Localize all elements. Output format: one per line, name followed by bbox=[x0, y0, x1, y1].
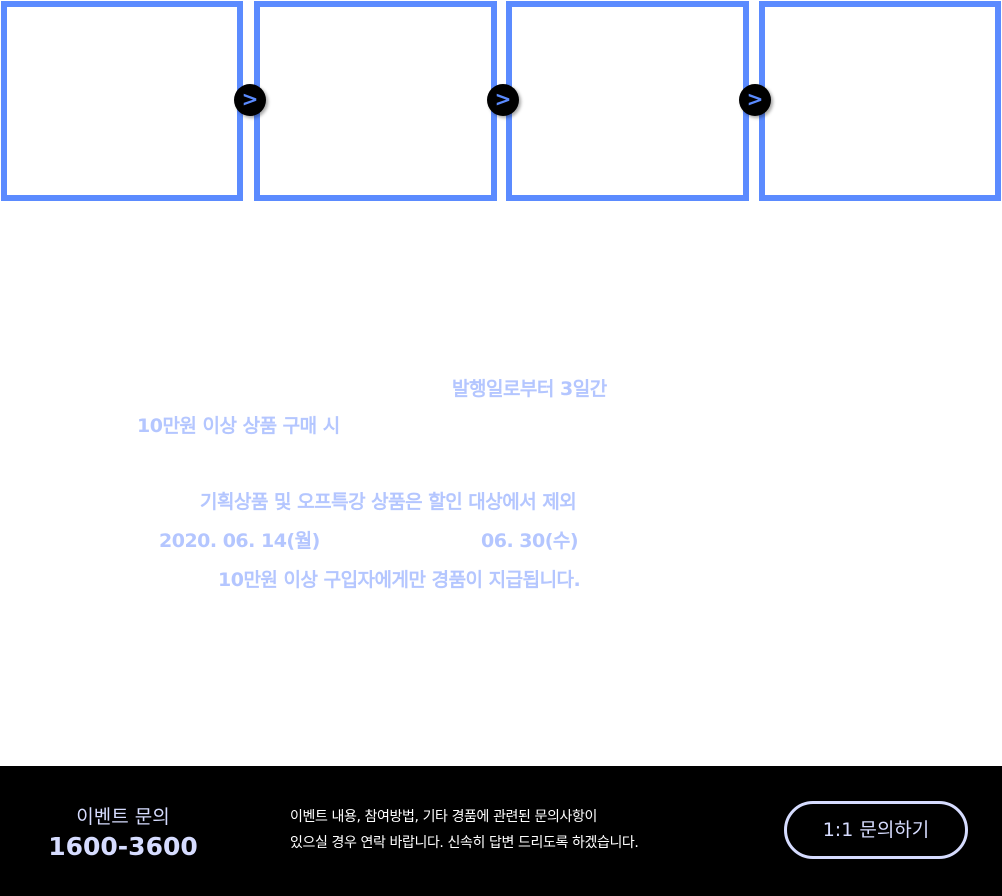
validity-text: 발행일로부터 3일간 bbox=[452, 378, 607, 400]
period-start: 2020. 06. 14(월) bbox=[159, 530, 320, 552]
chevron-right-icon: > bbox=[487, 84, 519, 116]
gift-note: 10만원 이상 구입자에게만 경품이 지급됩니다. bbox=[218, 569, 581, 591]
desc-line-2: 있으실 경우 연락 바랍니다. 신속히 답변 드리도록 하겠습니다. bbox=[290, 835, 639, 851]
period-end: 06. 30(수) bbox=[481, 530, 579, 552]
contact-label: 이벤트 문의 bbox=[76, 806, 170, 828]
step-box-2 bbox=[254, 1, 497, 201]
condition-text: 10만원 이상 상품 구매 시 bbox=[137, 415, 340, 437]
step-box-1 bbox=[1, 1, 243, 201]
desc-line-1: 이벤트 내용, 참여방법, 기타 경품에 관련된 문의사항이 bbox=[290, 809, 597, 825]
footer: 이벤트 문의 1600-3600 이벤트 내용, 참여방법, 기타 경품에 관련… bbox=[0, 766, 1002, 896]
step-box-4 bbox=[759, 1, 1001, 201]
contact-phone: 1600-3600 bbox=[48, 832, 198, 861]
inquiry-button[interactable]: 1:1 문의하기 bbox=[784, 801, 968, 859]
step-box-3 bbox=[506, 1, 749, 201]
chevron-right-icon: > bbox=[739, 84, 771, 116]
exclusion-text: 기획상품 및 오프특강 상품은 할인 대상에서 제외 bbox=[200, 491, 577, 513]
chevron-right-icon: > bbox=[234, 84, 266, 116]
footer-description: 이벤트 내용, 참여방법, 기타 경품에 관련된 문의사항이 있으실 경우 연락… bbox=[290, 804, 639, 856]
